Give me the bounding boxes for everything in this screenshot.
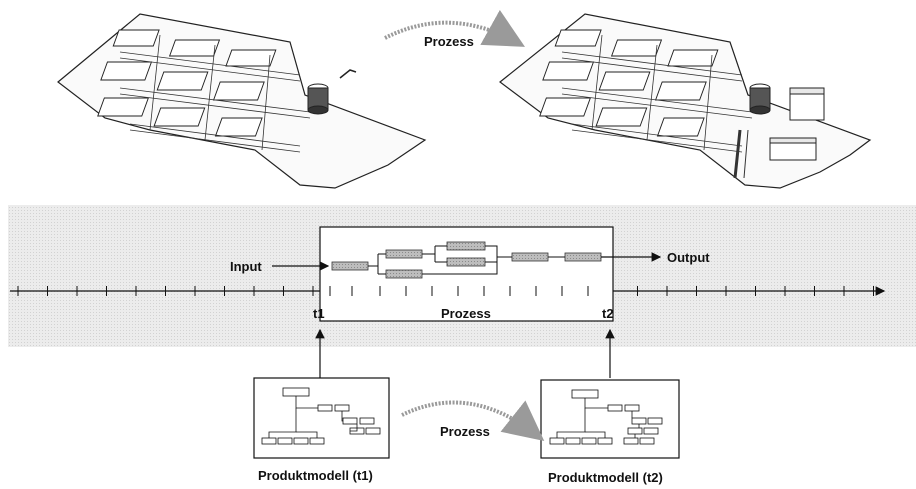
output-label: Output xyxy=(667,250,710,265)
process-step-5 xyxy=(446,257,486,267)
top-process-label: Prozess xyxy=(424,34,474,49)
product-model-t2 xyxy=(540,379,680,459)
process-step-6 xyxy=(511,252,549,262)
process-step-2 xyxy=(385,249,423,259)
campus-after-illustration xyxy=(499,13,872,189)
process-step-7 xyxy=(564,252,602,262)
product-model-t2-label: Produktmodell (t2) xyxy=(548,470,663,485)
process-step-4 xyxy=(446,241,486,251)
campus-before-illustration xyxy=(57,13,427,189)
t2-label: t2 xyxy=(602,306,614,321)
product-model-t1 xyxy=(253,377,390,459)
top-process-arrow xyxy=(384,9,525,47)
input-label: Input xyxy=(230,259,262,274)
product-model-t1-label: Produktmodell (t1) xyxy=(258,468,373,483)
timeline-process-label: Prozess xyxy=(441,306,491,321)
bottom-process-label: Prozess xyxy=(440,424,490,439)
bottom-process-arrow xyxy=(401,400,545,441)
process-step-3 xyxy=(385,269,423,279)
process-step-1 xyxy=(331,261,369,271)
t1-label: t1 xyxy=(313,306,325,321)
process-box xyxy=(319,226,614,322)
